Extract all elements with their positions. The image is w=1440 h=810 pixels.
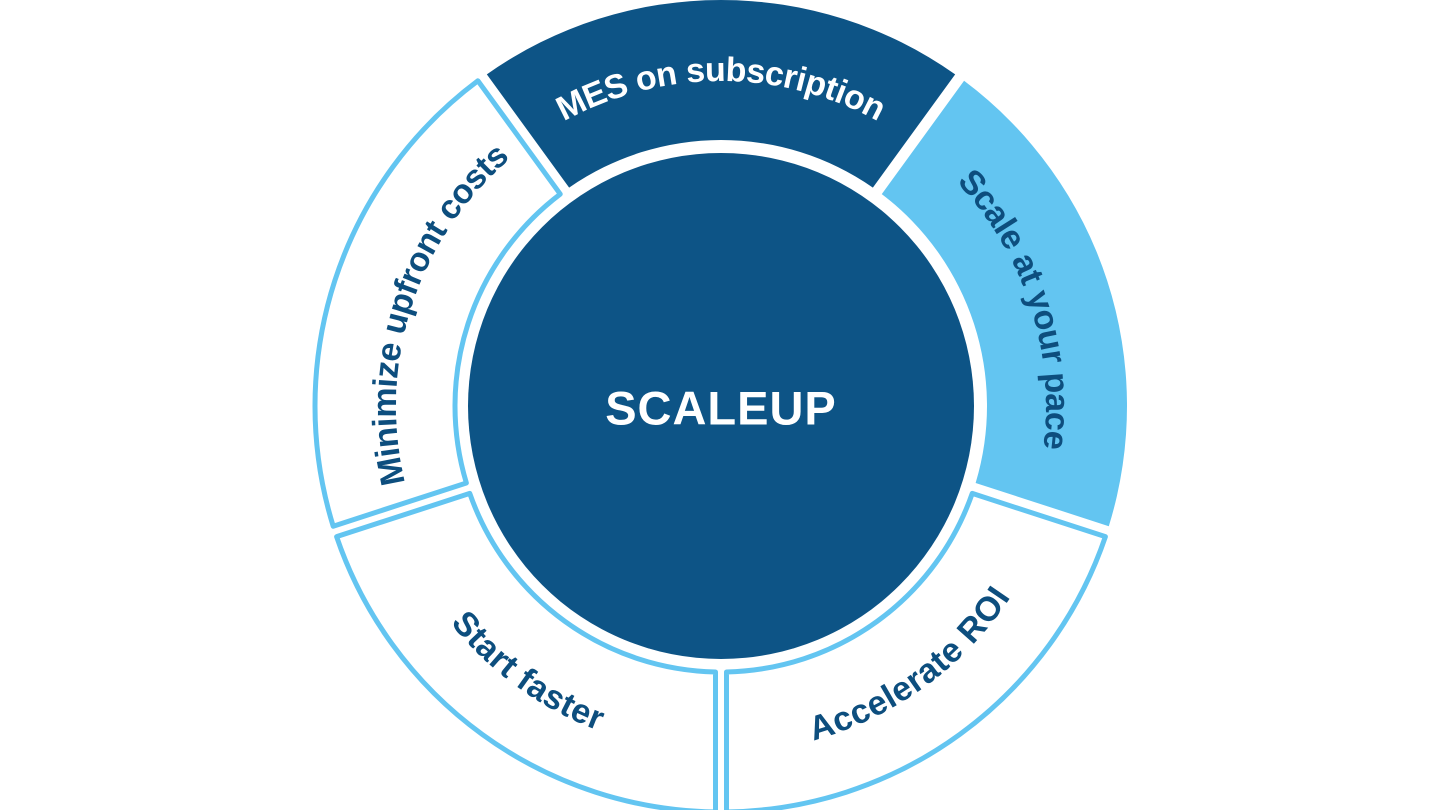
- center-label: SCALEUP: [605, 382, 837, 435]
- segment-accelerate-roi: [724, 490, 1108, 810]
- segment-scale-at-your-pace: [881, 80, 1127, 527]
- center-circle: [468, 153, 974, 659]
- segment-start-faster: [334, 490, 718, 810]
- segment-mes-on-subscription: [486, 0, 956, 188]
- segment-minimize-upfront-costs: [312, 78, 563, 529]
